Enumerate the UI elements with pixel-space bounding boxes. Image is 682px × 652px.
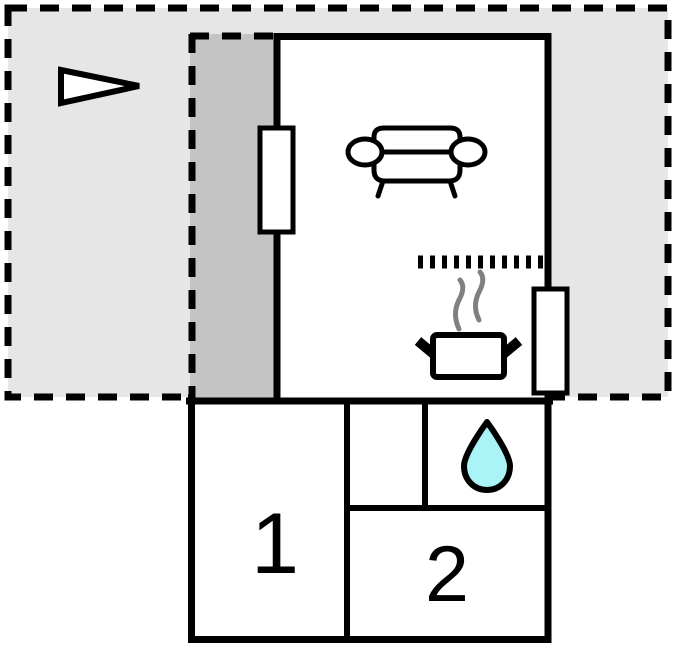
sofa-icon [345, 125, 488, 199]
water-drop-icon [461, 419, 513, 493]
direction-arrow-icon [58, 66, 140, 107]
water-drop-shape [461, 419, 513, 493]
window-west [257, 125, 296, 235]
sofa-leg-left [375, 178, 386, 199]
steam-curve-left [453, 277, 466, 332]
window-east-frame [531, 286, 570, 396]
sofa-seat-body [371, 149, 463, 184]
direction-arrow-triangle [58, 66, 140, 107]
sofa-right-arm [448, 136, 488, 168]
pot-body [430, 332, 507, 380]
window-west-frame [257, 125, 296, 235]
cooking-pot-icon [414, 269, 523, 380]
window-east [531, 286, 570, 396]
room-number-1: 1 [251, 496, 299, 592]
sofa-left-arm [345, 136, 385, 168]
steam-curve-right [473, 269, 486, 323]
sofa-leg-right [447, 178, 458, 199]
lower-block-walls [188, 394, 552, 643]
sofa-backrest [371, 125, 463, 154]
room-number-2: 2 [425, 529, 469, 618]
